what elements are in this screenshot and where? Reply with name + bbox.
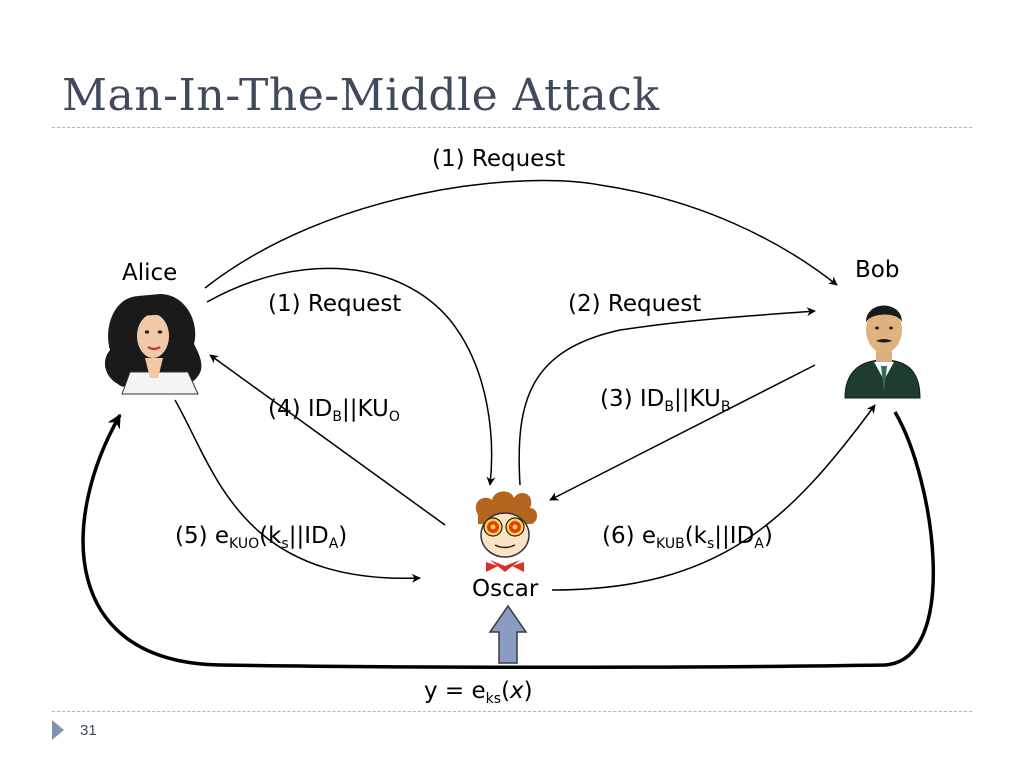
- title-divider: [52, 127, 972, 128]
- page-number: 31: [80, 722, 97, 739]
- interception-up-arrow: [488, 604, 528, 664]
- footer-divider: [52, 711, 972, 712]
- label-3-idb-kub: (3) IDB||KUB: [600, 386, 731, 415]
- label-4-idb-kuo: (4) IDB||KUO: [268, 396, 400, 425]
- arrow-1-alice-to-bob: [204, 179, 838, 289]
- arrow-3-bob-to-oscar: [549, 364, 816, 501]
- label-2-request: (2) Request: [568, 291, 702, 317]
- bob-label: Bob: [855, 257, 900, 283]
- oscar-cartoon-icon: [475, 491, 538, 572]
- label-ciphertext: y = eks(x): [424, 678, 533, 707]
- bob-portrait-icon: [844, 305, 921, 399]
- label-1-request-alice-oscar: (1) Request: [268, 291, 402, 317]
- alice-label: Alice: [122, 260, 178, 286]
- oscar-label: Oscar: [472, 576, 539, 602]
- arrow-4-oscar-to-alice: [209, 354, 446, 526]
- slide-title: Man-In-The-Middle Attack: [62, 70, 660, 121]
- arrow-2-oscar-to-bob: [518, 307, 816, 486]
- ciphertext-channel-arrow: [81, 411, 936, 669]
- label-1-request-top: (1) Request: [432, 146, 566, 172]
- arrow-6-oscar-to-bob: [551, 404, 876, 591]
- label-5-encrypted-session-key: (5) eKUO(ks||IDA): [175, 523, 348, 552]
- arrow-5-alice-to-oscar: [174, 399, 421, 583]
- slide-bullet-icon: [52, 720, 64, 740]
- alice-portrait-icon: [104, 294, 202, 395]
- arrow-1-alice-to-oscar: [206, 267, 496, 486]
- label-6-encrypted-session-key: (6) eKUB(ks||IDA): [602, 523, 773, 552]
